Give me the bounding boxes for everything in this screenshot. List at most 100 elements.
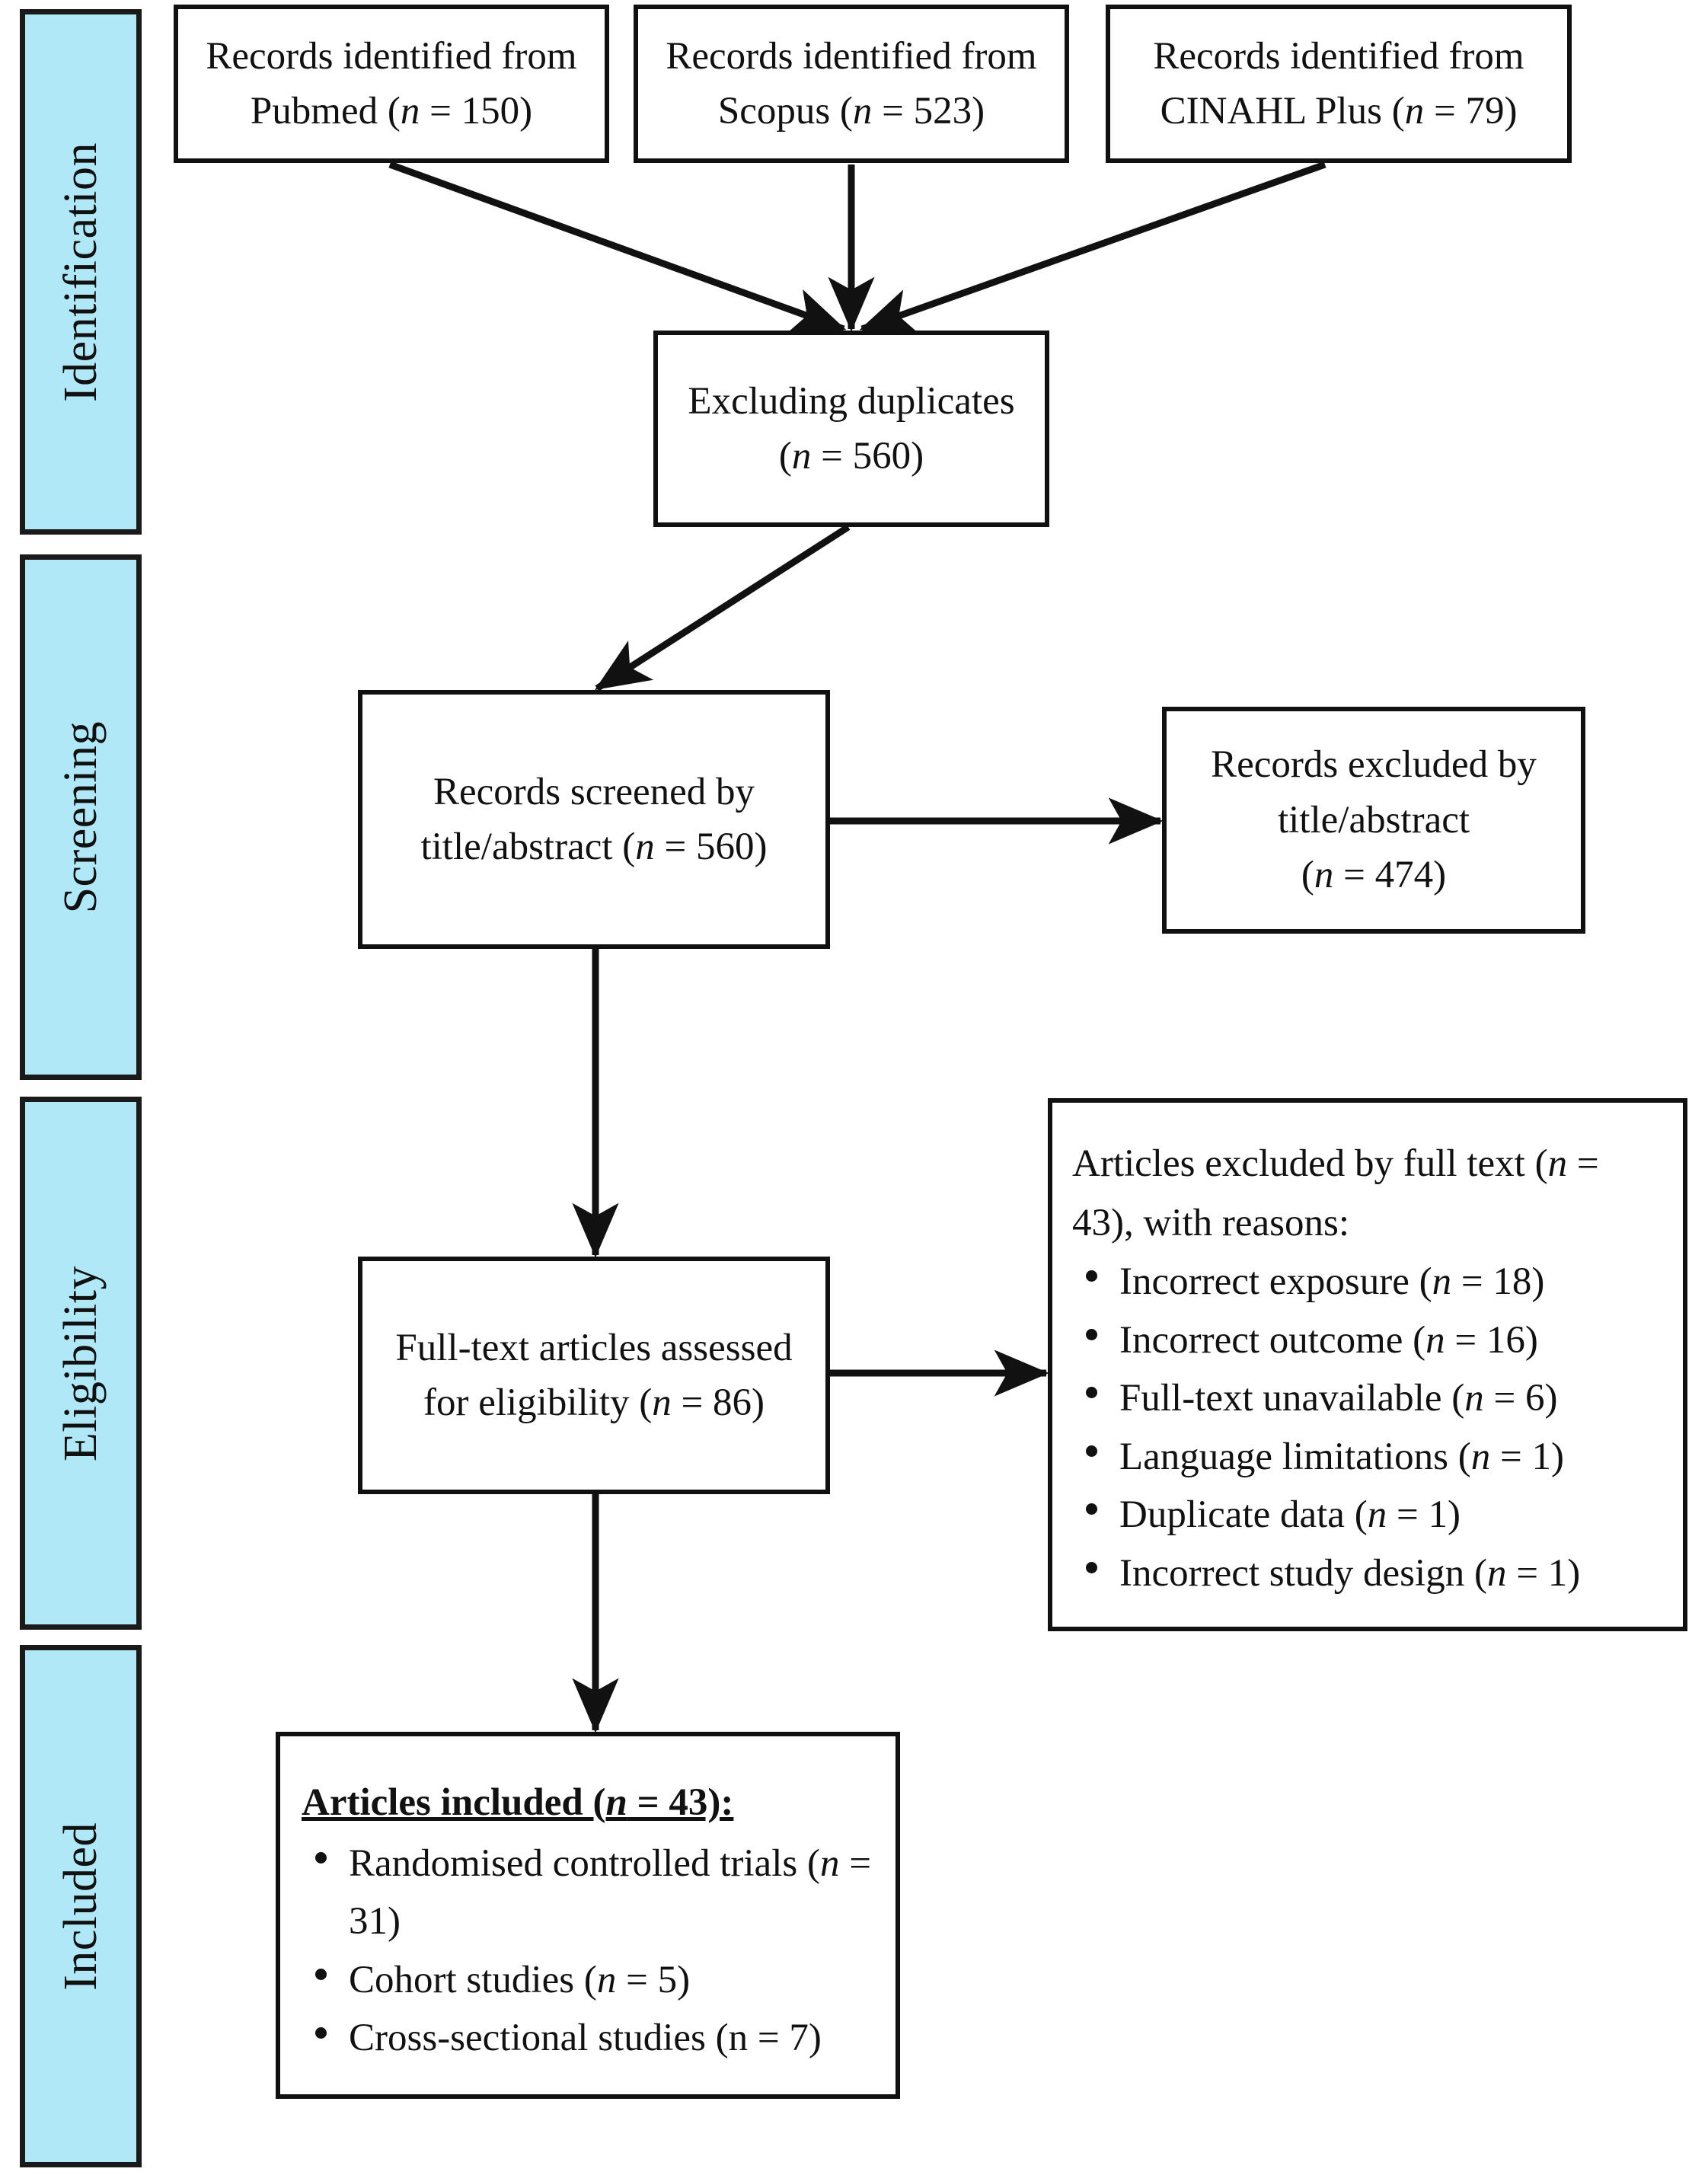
- scopus-n-pre: Scopus (: [717, 90, 853, 133]
- bullet-icon: [315, 1969, 327, 1981]
- box-records-screened: Records screened by title/abstract (n = …: [358, 690, 830, 949]
- box-articles-excluded-fulltext: Articles excluded by full text (n = 43),…: [1048, 1098, 1687, 1631]
- fulltext-assessed-n-symbol: n: [652, 1381, 672, 1424]
- exclusion-reason-item: Incorrect study design (n = 1): [1072, 1544, 1663, 1603]
- cinahl-line-2: CINAHL Plus (n = 79): [1160, 84, 1518, 139]
- bullet-icon: [315, 2026, 327, 2039]
- bullet-icon: [1086, 1445, 1097, 1457]
- included-count: = 31): [349, 1841, 871, 1943]
- reason-text: Full-text unavailable (: [1119, 1377, 1465, 1420]
- cinahl-n-post: = 79): [1424, 90, 1518, 133]
- reason-count: = 1): [1387, 1493, 1461, 1537]
- exclusion-reasons-list: Incorrect exposure (n = 18) Incorrect ou…: [1072, 1253, 1663, 1602]
- reason-n-symbol: n: [1425, 1318, 1445, 1362]
- box-records-cinahl: Records identified from CINAHL Plus (n =…: [1106, 5, 1572, 163]
- bullet-icon: [1086, 1387, 1097, 1399]
- excluded-title-line-1: Records excluded by: [1211, 743, 1537, 787]
- excluded-fulltext-heading: Articles excluded by full text (n = 43),…: [1072, 1135, 1663, 1253]
- screened-n-post: = 560): [654, 826, 768, 868]
- stage-label-included: Included: [55, 1822, 107, 1991]
- reason-count: = 1): [1490, 1435, 1564, 1478]
- fulltext-assessed-line-1: Full-text articles assessed: [395, 1326, 793, 1369]
- duplicates-n-symbol: n: [791, 435, 812, 477]
- fulltext-assessed-n-pre: for eligibility (: [423, 1381, 653, 1424]
- pubmed-n-pre: Pubmed (: [250, 90, 401, 133]
- duplicates-n-post: = 560): [811, 435, 924, 477]
- reason-text: Incorrect exposure (: [1119, 1260, 1432, 1304]
- connector-pubmed-to-duplicates: [388, 161, 847, 334]
- scopus-line-1: Records identified from: [666, 34, 1037, 78]
- bullet-icon: [315, 1852, 327, 1864]
- duplicates-line-1: Excluding duplicates: [688, 379, 1015, 423]
- reason-count: = 1): [1506, 1551, 1581, 1595]
- included-breakdown-item: Cross-sectional studies (n = 7): [302, 2009, 873, 2068]
- cinahl-line-1: Records identified from: [1153, 34, 1524, 78]
- box-records-scopus: Records identified from Scopus (n = 523): [634, 5, 1069, 163]
- included-n-symbol: n: [819, 1841, 840, 1885]
- reason-n-symbol: n: [1486, 1551, 1507, 1595]
- exclusion-reason-item: Full-text unavailable (n = 6): [1072, 1369, 1663, 1428]
- pubmed-n-post: = 150): [420, 90, 533, 133]
- excluded-title-line-2: title/abstract: [1277, 798, 1470, 842]
- cinahl-n-pre: CINAHL Plus (: [1160, 90, 1405, 133]
- scopus-n-post: = 523): [872, 90, 985, 133]
- reason-count: = 18): [1451, 1260, 1545, 1304]
- reason-n-symbol: n: [1432, 1260, 1452, 1304]
- duplicates-n-pre: (: [778, 435, 792, 477]
- reason-n-symbol: n: [1464, 1377, 1484, 1420]
- stage-label-screening: Screening: [55, 720, 107, 914]
- reason-count: = 6): [1483, 1377, 1558, 1420]
- excluded-title-n-pre: (: [1301, 854, 1314, 897]
- bullet-icon: [1086, 1503, 1097, 1515]
- box-records-pubmed: Records identified from Pubmed (n = 150): [174, 5, 609, 163]
- bullet-icon: [1086, 1328, 1097, 1340]
- exclusion-reason-item: Incorrect outcome (n = 16): [1072, 1311, 1663, 1370]
- reason-text: Duplicate data (: [1119, 1493, 1368, 1537]
- fulltext-assessed-n-post: = 86): [671, 1381, 765, 1424]
- screened-line-2: title/abstract (n = 560): [420, 819, 767, 874]
- pubmed-line-2: Pubmed (n = 150): [251, 84, 532, 139]
- excluded-title-n-symbol: n: [1314, 854, 1334, 897]
- included-design: Cohort studies (: [349, 1958, 597, 2001]
- cinahl-n-symbol: n: [1404, 90, 1425, 133]
- bullet-icon: [1086, 1270, 1097, 1282]
- stage-bar-identification: Identification: [20, 9, 142, 535]
- reason-count: = 16): [1445, 1318, 1538, 1362]
- stage-bar-eligibility: Eligibility: [20, 1097, 142, 1630]
- included-breakdown-list: Randomised controlled trials (n = 31) Co…: [302, 1835, 873, 2068]
- screened-n-symbol: n: [635, 826, 655, 868]
- reason-text: Incorrect study design (: [1119, 1551, 1487, 1595]
- excluded-title-line-3: (n = 474): [1301, 848, 1446, 902]
- included-breakdown-item: Randomised controlled trials (n = 31): [302, 1835, 873, 1951]
- included-heading-post: = 43):: [627, 1781, 734, 1825]
- excluded-fulltext-n-symbol: n: [1547, 1142, 1568, 1185]
- scopus-line-2: Scopus (n = 523): [718, 84, 985, 139]
- stage-bar-included: Included: [20, 1645, 142, 2167]
- included-n-symbol: n: [596, 1958, 617, 2001]
- pubmed-line-1: Records identified from: [206, 34, 577, 78]
- reason-text: Incorrect outcome (: [1119, 1318, 1426, 1362]
- stage-label-eligibility: Eligibility: [55, 1265, 107, 1461]
- screened-n-pre: title/abstract (: [420, 826, 636, 868]
- reason-text: Language limitations (: [1119, 1435, 1471, 1478]
- exclusion-reason-item: Duplicate data (n = 1): [1072, 1486, 1663, 1544]
- connector-duplicates-to-screened: [594, 524, 851, 691]
- included-heading: Articles included (n = 43):: [302, 1775, 873, 1832]
- excluded-title-n-post: = 474): [1333, 854, 1447, 897]
- exclusion-reason-item: Language limitations (n = 1): [1072, 1428, 1663, 1487]
- connector-cinahl-to-duplicates: [859, 161, 1326, 334]
- excluded-fulltext-heading-pre: Articles excluded by full text (: [1072, 1142, 1548, 1185]
- scopus-n-symbol: n: [852, 90, 873, 133]
- included-heading-pre: Articles included (: [302, 1781, 606, 1825]
- included-count: = 5): [616, 1958, 691, 2001]
- included-design: Randomised controlled trials (: [349, 1841, 820, 1885]
- box-records-excluded-title-abstract: Records excluded by title/abstract (n = …: [1162, 707, 1585, 934]
- excluded-fulltext-heading-post: = 43), with reasons:: [1072, 1142, 1599, 1244]
- pubmed-n-symbol: n: [400, 90, 420, 133]
- included-n-symbol: n: [605, 1781, 627, 1825]
- included-breakdown-item: Cohort studies (n = 5): [302, 1951, 873, 2010]
- reason-n-symbol: n: [1367, 1493, 1387, 1537]
- duplicates-line-2: (n = 560): [779, 429, 924, 484]
- stage-label-identification: Identification: [55, 142, 107, 402]
